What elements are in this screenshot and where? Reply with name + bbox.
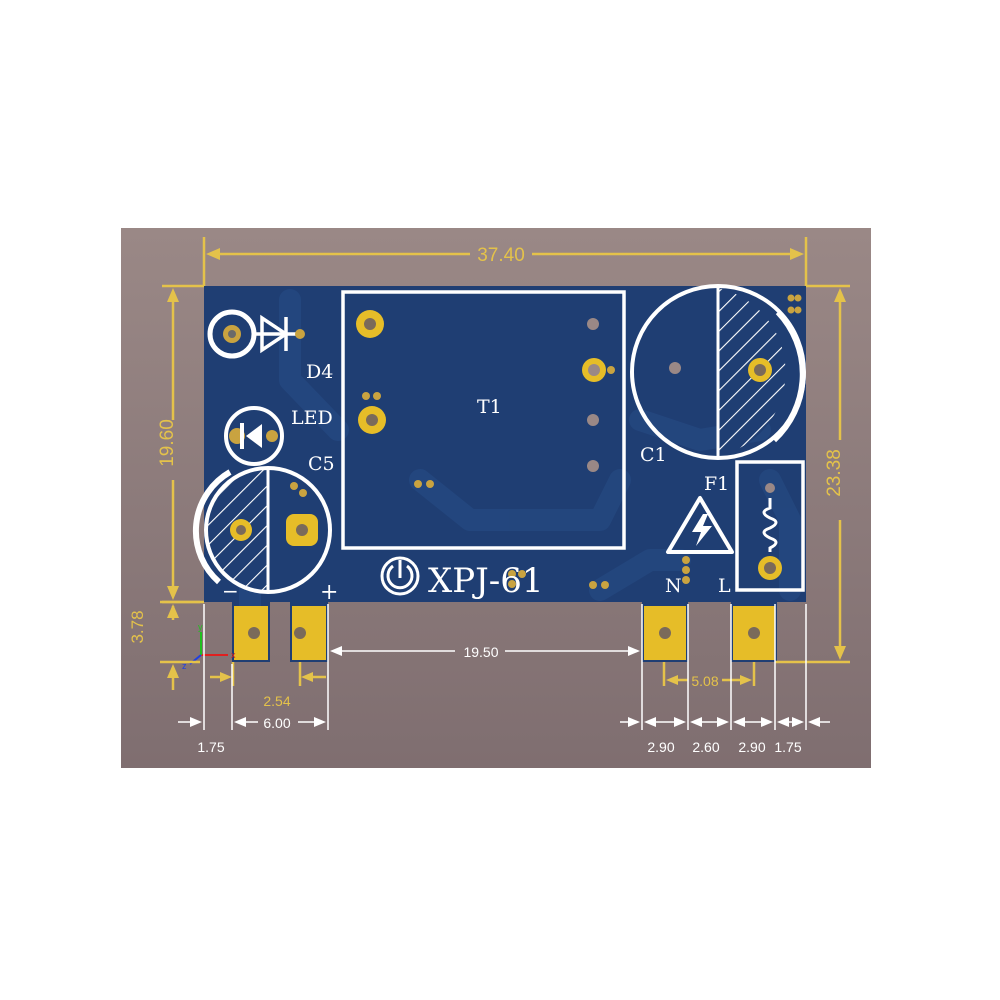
dim-seg-a: 2.90 xyxy=(647,739,674,755)
label-minus: − xyxy=(222,579,239,603)
dim-seg-b: 2.60 xyxy=(692,739,719,755)
label-plus: + xyxy=(320,580,338,605)
led-component xyxy=(224,406,284,466)
label-f1: F1 xyxy=(704,473,729,495)
axis-y-label: y xyxy=(198,622,203,632)
label-t1: T1 xyxy=(477,396,502,418)
label-d4: D4 xyxy=(306,361,333,383)
dim-pad-pitch-output: 2.54 xyxy=(263,693,290,709)
dim-seg-c: 2.90 xyxy=(738,739,765,755)
fuse-f1 xyxy=(735,460,805,592)
dim-left-margin: 1.75 xyxy=(197,739,224,755)
dim-connector-gap: 19.50 xyxy=(463,644,498,660)
diode-d4 xyxy=(207,309,305,359)
dim-board-height-right: 23.38 xyxy=(824,449,845,497)
power-icon xyxy=(380,556,420,596)
axis-x-label: x xyxy=(231,650,236,660)
axis-z-label: z xyxy=(182,661,187,671)
led-icon xyxy=(240,423,262,449)
dim-right-margin: 1.75 xyxy=(774,739,801,755)
vias xyxy=(508,556,690,589)
label-led: LED xyxy=(291,407,333,429)
diode-icon xyxy=(254,314,300,354)
label-c5: C5 xyxy=(308,453,335,475)
dim-board-height-left: 19.60 xyxy=(157,419,178,467)
axis-triad: x y z xyxy=(182,622,236,671)
fuse-icon xyxy=(762,498,778,552)
dim-tab-height: 3.78 xyxy=(128,610,147,643)
dim-output-span: 6.00 xyxy=(263,715,290,731)
dim-pad-pitch-input: 5.08 xyxy=(691,673,718,689)
brand-label: XPJ-61 xyxy=(428,561,543,601)
connector-pads xyxy=(234,606,775,660)
label-n: N xyxy=(665,575,682,597)
white-dimensions xyxy=(178,604,830,730)
dim-board-width: 37.40 xyxy=(477,245,525,266)
capacitor-c1 xyxy=(630,284,806,460)
transformer-t1 xyxy=(341,290,626,550)
gold-dimensions xyxy=(160,237,850,690)
capacitor-c5 xyxy=(192,466,332,594)
label-l: L xyxy=(718,575,731,597)
label-c1: C1 xyxy=(640,444,667,466)
high-voltage-icon xyxy=(666,496,734,554)
